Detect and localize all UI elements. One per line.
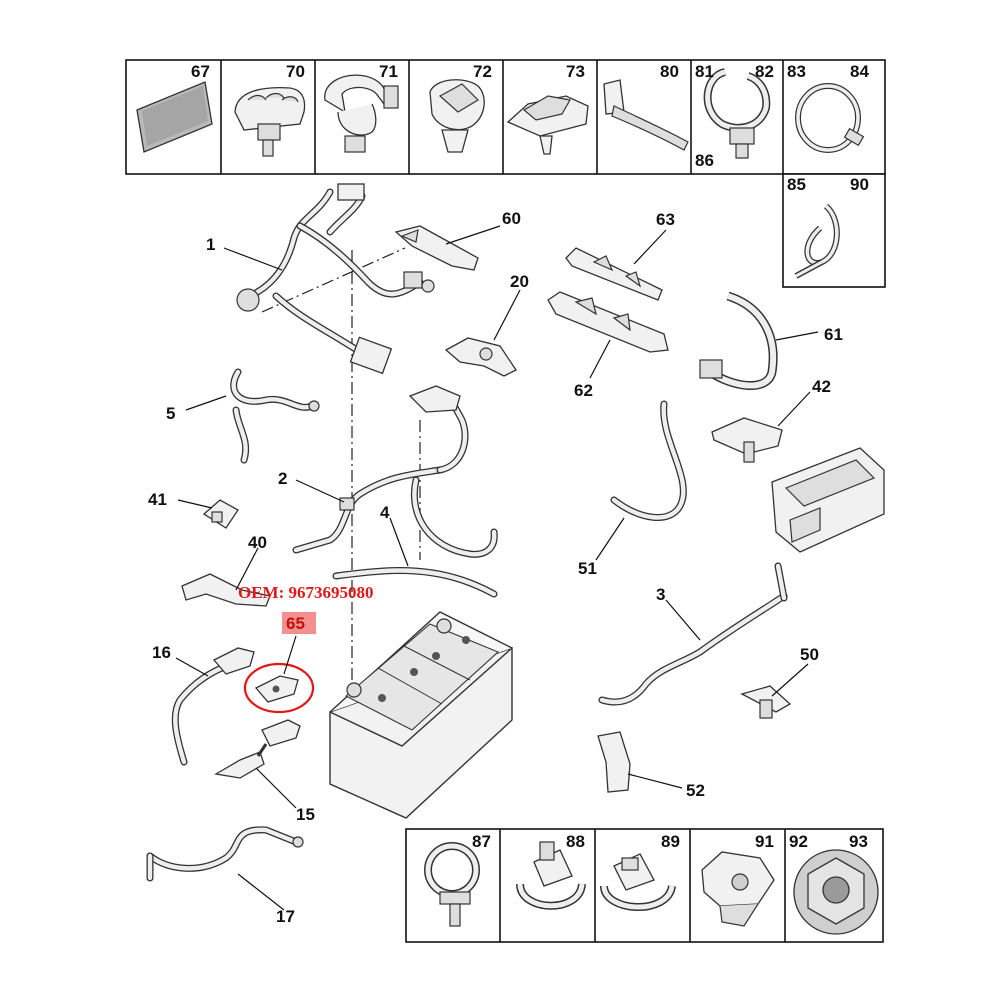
part-1-harness	[236, 183, 435, 375]
label-84: 84	[850, 62, 869, 81]
part-20-connector	[444, 337, 517, 377]
label-70: 70	[286, 62, 305, 81]
label-87: 87	[472, 832, 491, 851]
label-86: 86	[695, 151, 714, 170]
label-81: 81	[695, 62, 714, 81]
part-42-bracket	[711, 417, 783, 463]
label-90: 90	[850, 175, 869, 194]
oem-number-text: OEM: 9673695080	[238, 583, 374, 602]
label-15: 15	[296, 805, 315, 824]
part-52-bracket	[597, 731, 631, 793]
part-71-clip	[324, 74, 399, 153]
part-5-cable	[230, 368, 320, 464]
battery	[329, 611, 513, 819]
part-83-tie	[795, 83, 865, 153]
part-60-bracket	[394, 225, 479, 271]
label-89: 89	[661, 832, 680, 851]
highlight-circle	[243, 662, 315, 714]
callout-numbers: 67 70 71 72 73 80 81 82 83 84 86 85 90 1…	[148, 62, 869, 926]
part-2-cable	[292, 385, 469, 554]
part-92-flange-nut	[793, 849, 879, 935]
label-51: 51	[578, 559, 597, 578]
label-91: 91	[755, 832, 774, 851]
label-92: 92	[789, 832, 808, 851]
label-50: 50	[800, 645, 819, 664]
label-71: 71	[379, 62, 398, 81]
part-91-nut	[701, 851, 775, 927]
label-60: 60	[502, 209, 521, 228]
part-16-cable	[171, 647, 255, 766]
leader-lines	[175, 225, 819, 911]
label-3: 3	[656, 585, 665, 604]
part-72-clip	[429, 79, 485, 153]
label-5: 5	[166, 404, 175, 423]
label-82: 82	[755, 62, 774, 81]
part-40-bracket	[181, 573, 271, 607]
part-73-clip	[506, 95, 589, 155]
part-41-clip	[202, 499, 239, 529]
label-83: 83	[787, 62, 806, 81]
label-17: 17	[276, 907, 295, 926]
label-1: 1	[206, 235, 215, 254]
part-17-cable	[146, 826, 304, 882]
label-73: 73	[566, 62, 585, 81]
label-80: 80	[660, 62, 679, 81]
label-61: 61	[824, 325, 843, 344]
part-15-terminal	[214, 719, 301, 779]
label-88: 88	[566, 832, 585, 851]
part-4-cable	[332, 476, 498, 598]
part-80-strap	[603, 79, 689, 151]
label-63: 63	[656, 210, 675, 229]
highlight-label-box	[282, 612, 316, 634]
part-81-clamp	[703, 68, 771, 159]
part-70-clip	[234, 86, 306, 157]
top-parts-strip	[125, 59, 886, 288]
label-40: 40	[248, 533, 267, 552]
label-93: 93	[849, 832, 868, 851]
label-4: 4	[380, 503, 390, 522]
part-50-bracket	[740, 685, 792, 719]
part-89-clamp	[600, 853, 676, 911]
label-85: 85	[787, 175, 806, 194]
part-65-terminal	[243, 612, 316, 714]
part-63-bracket	[565, 247, 663, 301]
part-67-pad	[136, 81, 213, 153]
ecu-module	[771, 447, 885, 553]
label-72: 72	[473, 62, 492, 81]
part-3-cable	[598, 562, 788, 706]
part-85-tie	[794, 203, 840, 279]
label-20: 20	[510, 272, 529, 291]
part-51-cable	[610, 400, 687, 521]
label-2: 2	[278, 469, 287, 488]
label-67: 67	[191, 62, 210, 81]
label-16: 16	[152, 643, 171, 662]
part-87-clamp	[424, 842, 480, 927]
label-41: 41	[148, 490, 167, 509]
label-65: 65	[286, 614, 305, 633]
part-62-bracket	[547, 291, 669, 353]
label-42: 42	[812, 377, 831, 396]
part-61-strap	[699, 291, 778, 390]
part-88-clamp	[516, 841, 586, 910]
label-52: 52	[686, 781, 705, 800]
label-62: 62	[574, 381, 593, 400]
